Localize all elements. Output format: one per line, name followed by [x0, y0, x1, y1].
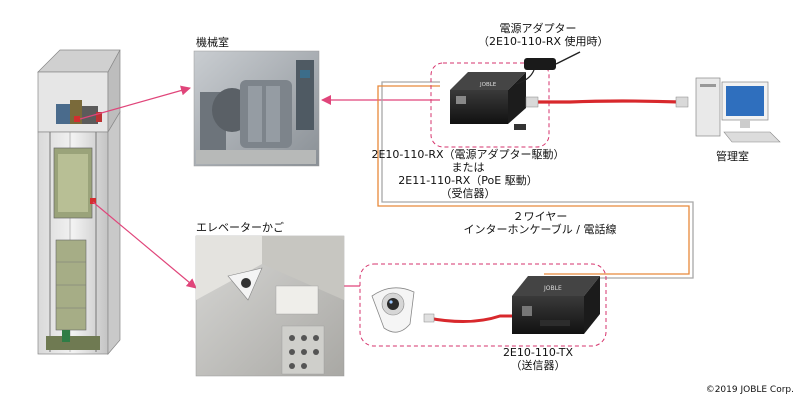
elevator-cage-photo	[195, 235, 345, 377]
machine-room-label: 機械室	[196, 36, 229, 49]
elevator-shaft-icon	[37, 49, 121, 355]
receiver-label: 2E10-110-RX（電源アダプター駆動） または 2E11-110-RX（P…	[368, 148, 568, 200]
elevator-cage-label: エレベーターかご	[196, 221, 284, 234]
transmitter-group-outline	[359, 263, 607, 347]
receiver-line2: または	[451, 161, 485, 174]
receiver-line4: （受信器）	[440, 187, 496, 200]
copyright-label: ©2019 JOBLE Corp.	[705, 385, 794, 395]
power-adapter-icon	[515, 51, 581, 85]
control-room-label: 管理室	[716, 150, 749, 163]
svg-text:JOBLE: JOBLE	[543, 285, 562, 292]
dome-camera-icon	[371, 287, 415, 333]
power-adapter-line2: （2E10-110-RX 使用時）	[478, 35, 609, 48]
desktop-computer-icon	[695, 77, 781, 143]
transmitter-box-icon: JOBLE	[512, 276, 600, 334]
lan-cable-to-computer	[530, 99, 681, 104]
cable-line2: インターホンケーブル / 電話線	[463, 223, 617, 236]
cable-line1: ２ワイヤー	[512, 210, 568, 223]
cable-label: ２ワイヤー インターホンケーブル / 電話線	[440, 210, 640, 236]
transmitter-line2: （送信器）	[510, 359, 566, 372]
machine-room-photo	[193, 50, 320, 167]
power-adapter-label: 電源アダプター （2E10-110-RX 使用時）	[478, 22, 609, 48]
power-adapter-line1: 電源アダプター	[499, 22, 577, 35]
receiver-group-outline	[430, 62, 550, 148]
receiver-line1: 2E10-110-RX（電源アダプター駆動）	[371, 148, 565, 161]
camera-lan-cable	[427, 314, 520, 324]
arrow-shaft-to-machine-room	[79, 85, 191, 120]
arrow-shaft-to-cage	[92, 201, 197, 289]
svg-text:JOBLE: JOBLE	[479, 82, 497, 88]
transmitter-line1: 2E10-110-TX	[502, 346, 574, 359]
receiver-line3: 2E11-110-RX（PoE 駆動）	[398, 174, 538, 187]
two-wire-cable	[377, 81, 694, 279]
receiver-box-icon: JOBLE	[450, 72, 526, 130]
transmitter-label: 2E10-110-TX （送信器）	[478, 346, 598, 372]
